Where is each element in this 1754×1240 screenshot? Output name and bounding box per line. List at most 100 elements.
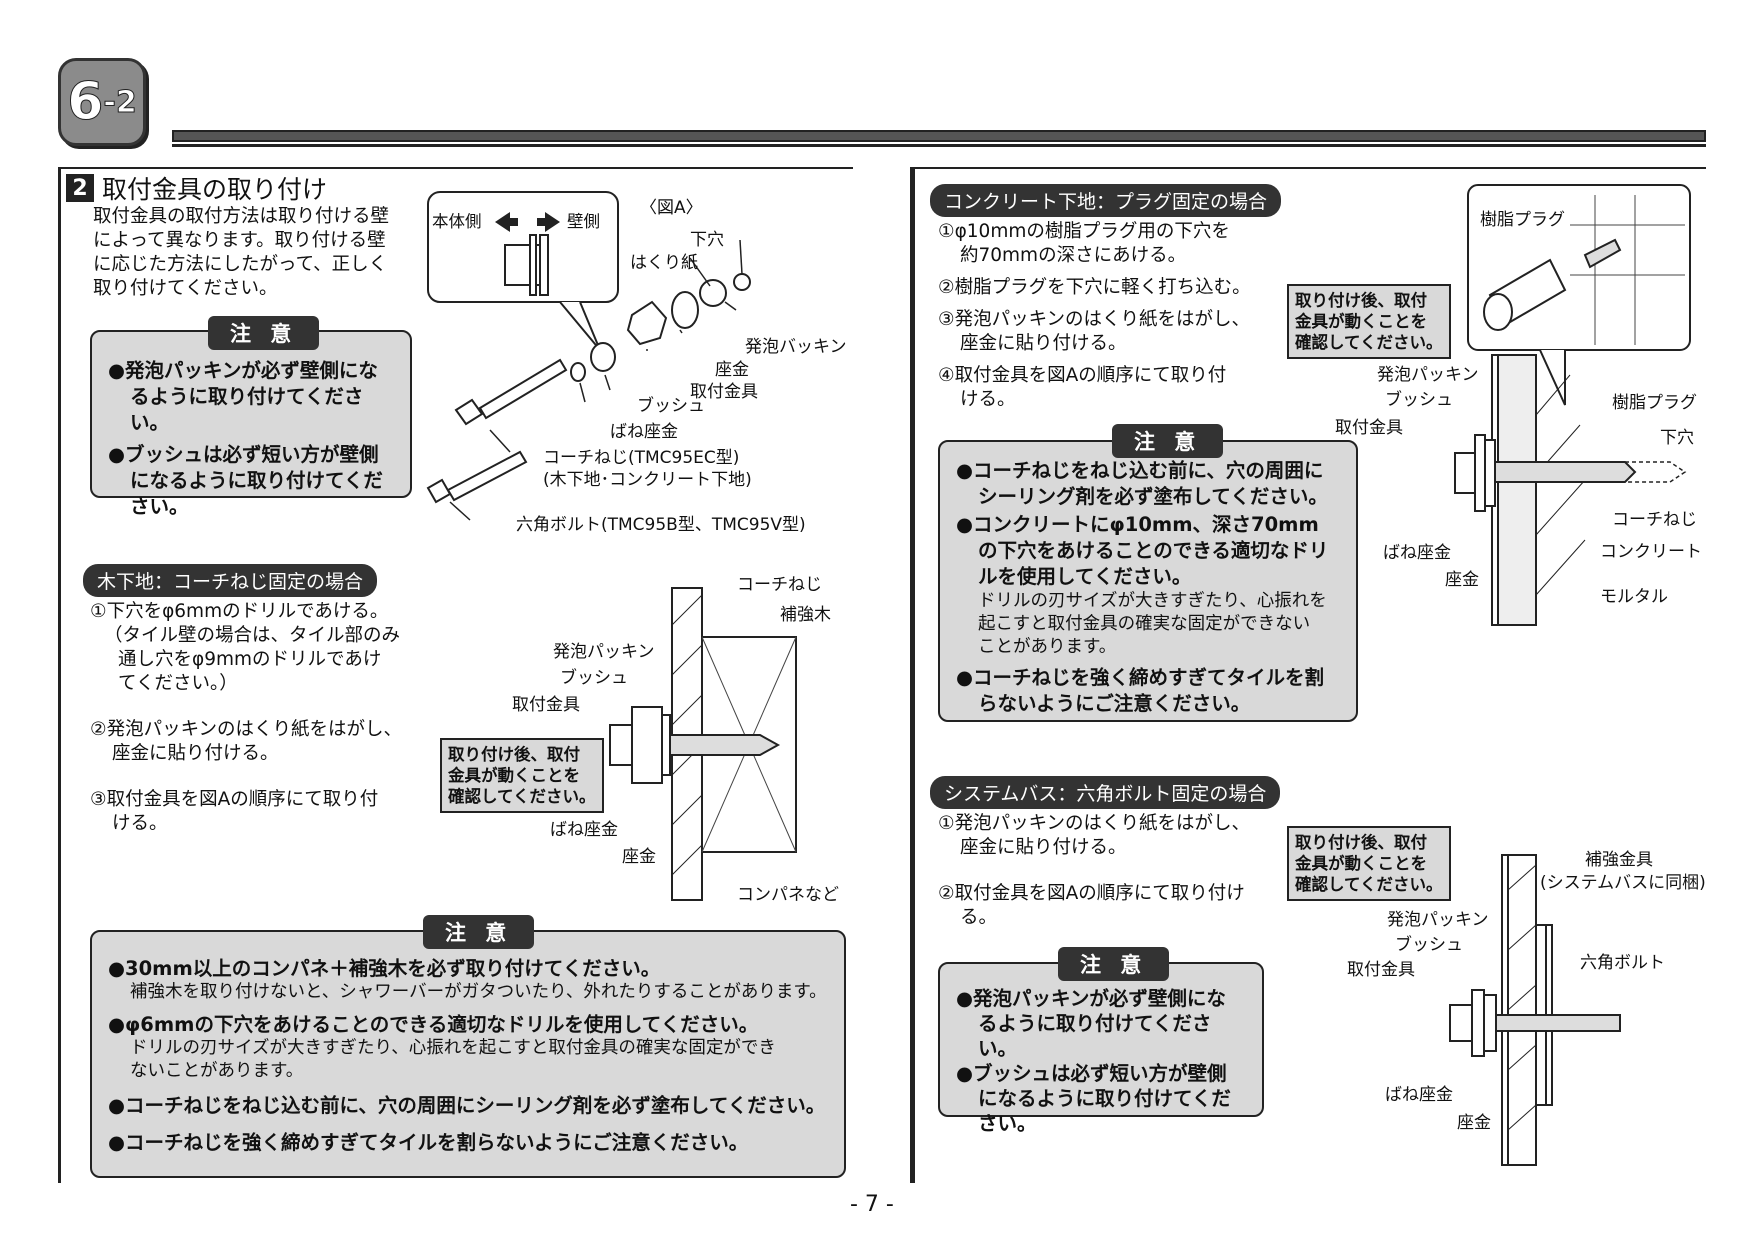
bath-diagram — [1449, 854, 1621, 1166]
intro-line: 取り付けてください。 — [93, 278, 278, 299]
caution-line: になるように取り付けてくだ — [130, 469, 383, 492]
caution-line: ●発泡パッキンが必ず壁側にな — [108, 359, 378, 382]
wood-pill: 木下地：コーチねじ固定の場合 — [83, 564, 378, 597]
concrete-label-happo: 発泡パッキン — [1377, 365, 1479, 385]
concrete-label-jushi: 樹脂プラグ — [1480, 210, 1565, 230]
caution-bold: の下穴をあけることのできる適切なドリ — [978, 539, 1329, 562]
callout-line: 取り付け後、取付 — [448, 745, 580, 764]
figure-a-diagram — [426, 191, 751, 521]
caution-bold: らないようにご注意ください。 — [978, 692, 1251, 715]
caution-bold: ●コーチねじを強く締めすぎてタイルを割らないようにご注意ください。 — [108, 1131, 749, 1154]
page-number: - 7 - — [850, 1192, 894, 1217]
label-body-side: 本体側 — [432, 212, 482, 231]
bath-label-hex: 六角ボルト — [1580, 953, 1665, 973]
concrete-label-toritsuke: 取付金具 — [1335, 418, 1403, 438]
bath-label-toritsuke: 取付金具 — [1347, 960, 1415, 980]
section-number: 2 — [66, 174, 94, 202]
concrete-label-shita: 下穴 — [1660, 428, 1694, 448]
figure-a-title: 〈図A〉 — [640, 198, 703, 218]
concrete-step: ④取付金具を図Aの順序にて取り付 — [938, 365, 1227, 386]
section-title: 2 取付金具の取り付け — [66, 170, 327, 206]
callout-line: 金具が動くことを — [1295, 312, 1427, 331]
caution-note: ないことがあります。 — [130, 1061, 304, 1081]
wood-label-bane: ばね座金 — [550, 820, 618, 840]
label-hakurishi: はくり紙 — [630, 253, 698, 273]
concrete-step: 約70mmの深さにあける。 — [960, 245, 1187, 266]
callout-line: 取り付け後、取付 — [1295, 833, 1427, 852]
header-rule-thin — [172, 144, 1706, 147]
callout-line: 確認してください。 — [448, 787, 596, 806]
wood-callout: 取り付け後、取付 金具が動くことを 確認してください。 — [440, 738, 604, 813]
badge-sub: -2 — [103, 84, 137, 120]
bath-label-zagane: 座金 — [1457, 1113, 1491, 1133]
wood-step: ける。 — [112, 813, 168, 834]
concrete-label-concrete: コンクリート — [1600, 542, 1702, 562]
callout-line: 取り付け後、取付 — [1295, 291, 1427, 310]
bath-steps: ①発泡パッキンのはくり紙をはがし、 座金に貼り付ける。 ②取付金具を図Aの順序に… — [938, 812, 1250, 930]
concrete-step: ③発泡パッキンのはくり紙をはがし、 — [938, 309, 1251, 330]
caution-bold: ●コーチねじをねじ込む前に、穴の周囲にシーリング剤を必ず塗布してください。 — [108, 1094, 826, 1117]
concrete-diagram — [1454, 184, 1691, 626]
concrete-label-bane: ばね座金 — [1383, 543, 1451, 563]
caution-line: ●ブッシュは必ず短い方が壁側 — [108, 443, 379, 466]
wood-step: ②発泡パッキンのはくり紙をはがし、 — [90, 719, 403, 740]
caution-note: ことがあります。 — [978, 637, 1117, 657]
wood-step: 座金に貼り付ける。 — [112, 743, 279, 764]
left-margin-rule — [58, 168, 61, 1183]
concrete-step: 座金に貼り付ける。 — [960, 333, 1127, 354]
bath-label-bane: ばね座金 — [1385, 1085, 1453, 1105]
wood-label-bush: ブッシュ — [560, 668, 628, 688]
caution-line: になるように取り付けてくだ — [978, 1087, 1231, 1110]
wood-label-toritsuke: 取付金具 — [512, 695, 580, 715]
caution-box-bath: ●発泡パッキンが必ず壁側にな るように取り付けてください。 ●ブッシュは必ず短い… — [938, 962, 1264, 1135]
concrete-step: ①φ10mmの樹脂プラグ用の下穴を — [938, 221, 1230, 242]
concrete-pill: コンクリート下地：プラグ固定の場合 — [930, 184, 1282, 217]
caution-line: ●ブッシュは必ず短い方が壁側 — [956, 1062, 1227, 1085]
caution-line: さい。 — [130, 495, 189, 518]
caution-note: ドリルの刃サイズが大きすぎたり、心振れを起こすと取付金具の確実な固定ができ — [130, 1038, 776, 1058]
callout-line: 確認してください。 — [1295, 875, 1443, 894]
wood-label-hokyo: 補強木 — [780, 605, 831, 625]
bath-step: ②取付金具を図Aの順序にて取り付け — [938, 883, 1245, 904]
caution-line: るように取り付けてください。 — [978, 1012, 1212, 1060]
caution-bold: ●コーチねじを強く締めすぎてタイルを割 — [956, 666, 1325, 689]
section-badge: 6-2 — [58, 58, 146, 146]
caution-bold: ルを使用してください。 — [978, 565, 1192, 588]
section-rule — [58, 167, 853, 169]
label-happo: 発泡バッキン — [745, 337, 847, 357]
label-coach: コーチねじ(TMC95EC型) — [543, 448, 740, 468]
bath-label-hokyo-sub: (システムバスに同梱) — [1540, 873, 1706, 893]
caution-note: 起こすと取付金具の確実な固定ができない — [978, 614, 1311, 634]
concrete-label-coach: コーチねじ — [1612, 510, 1697, 530]
wood-step: ①下穴をφ6mmのドリルであける。 — [90, 601, 389, 622]
caution-bold: ●30mm以上のコンパネ＋補強木を必ず取り付けてください。 — [108, 957, 661, 980]
label-bush: ブッシュ — [637, 396, 705, 416]
section-title-text: 取付金具の取り付け — [102, 175, 328, 204]
intro-line: 取付金具の取付方法は取り付ける壁 — [93, 206, 390, 227]
caution-line: さい。 — [978, 1112, 1037, 1135]
concrete-steps: ①φ10mmの樹脂プラグ用の下穴を 約70mmの深さにあける。 ②樹脂プラグを下… — [938, 220, 1251, 412]
bath-step: る。 — [960, 907, 998, 928]
wood-step: 通し穴をφ9mmのドリルであけ — [118, 649, 382, 670]
caution-bold: ●φ6mmの下穴をあけることのできる適切なドリルを使用してください。 — [108, 1013, 759, 1036]
wood-label-zagane: 座金 — [622, 847, 656, 867]
intro-line: に応じた方法にしたがって、正しく — [93, 254, 388, 275]
concrete-label-mortar: モルタル — [1600, 587, 1668, 607]
caution-box-concrete: ●コーチねじをねじ込む前に、穴の周囲に シーリング剤を必ず塗布してください。 ●… — [938, 440, 1358, 722]
wood-step: てください。） — [118, 673, 238, 694]
caution-label-big: 注 意 — [423, 915, 535, 949]
bath-pill-text: システムバス：六角ボルト固定の場合 — [944, 783, 1267, 805]
caution-box-1: ●発泡パッキンが必ず壁側にな るように取り付けてください。 ●ブッシュは必ず短い… — [90, 330, 412, 518]
callout-line: 金具が動くことを — [448, 766, 580, 785]
intro-line: によって異なります。取り付ける壁 — [93, 230, 386, 251]
label-zagane: 座金 — [715, 360, 749, 380]
caution-line: ●発泡パッキンが必ず壁側にな — [956, 987, 1226, 1010]
wood-diagram — [609, 587, 797, 901]
wood-label-happo: 発泡パッキン — [553, 642, 655, 662]
caution-label-concrete: 注 意 — [1112, 424, 1224, 458]
caution-bold: シーリング剤を必ず塗布してください。 — [978, 485, 1328, 508]
concrete-label-zagane: 座金 — [1445, 570, 1479, 590]
column-divider — [910, 168, 915, 1183]
concrete-label-bush: ブッシュ — [1385, 390, 1453, 410]
label-hex: 六角ボルト(TMC95B型、TMC95V型) — [516, 515, 806, 535]
